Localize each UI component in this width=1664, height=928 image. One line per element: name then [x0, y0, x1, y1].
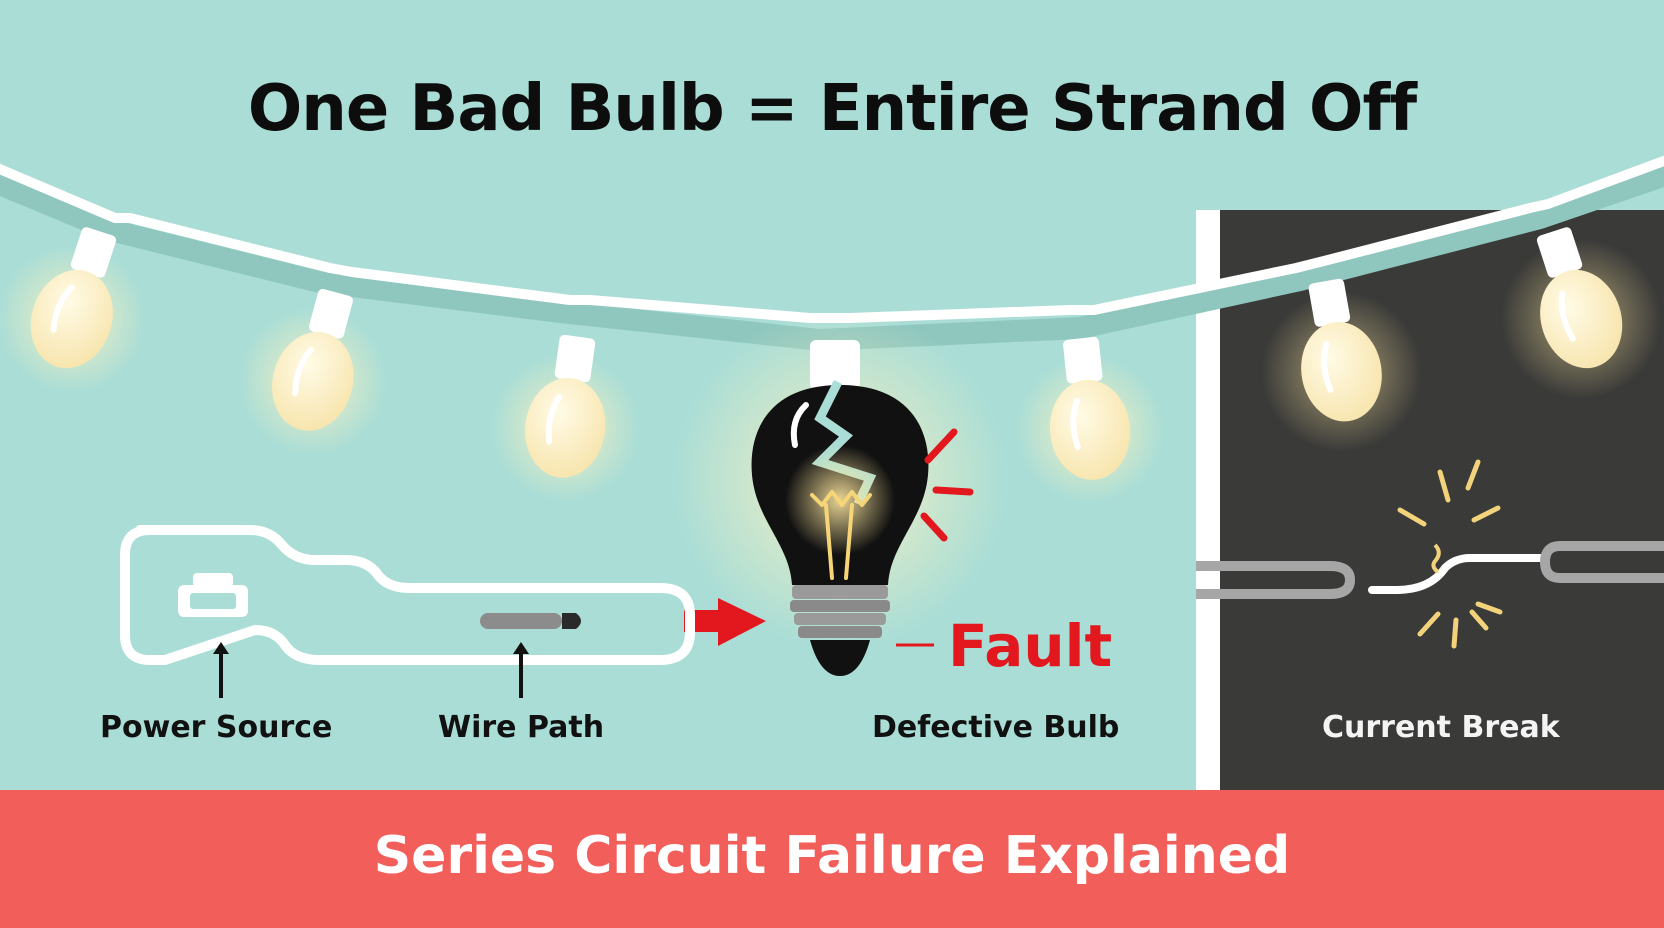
current-break-label: Current Break [1322, 710, 1560, 745]
bulb-6 [1261, 278, 1422, 452]
defective-bulb-label: Defective Bulb [872, 710, 1120, 745]
bulb-2 [237, 288, 388, 457]
circuit-loop [120, 525, 695, 665]
spark-icon [1397, 459, 1503, 649]
power-source-label: Power Source [100, 710, 333, 745]
page-title: One Bad Bulb = Entire Strand Off [247, 72, 1417, 146]
bottom-banner [0, 790, 1664, 928]
bulb-7 [1501, 227, 1662, 400]
wire-path-label: Wire Path [438, 710, 605, 745]
bulb-5 [1015, 337, 1166, 505]
bulb-1 [0, 227, 147, 395]
power-source-pointer [213, 642, 229, 698]
power-plug-icon [178, 573, 248, 617]
wire-path-pointer [513, 642, 529, 698]
wire-segment-icon [480, 613, 581, 629]
broken-wire [1196, 541, 1664, 599]
banner-title: Series Circuit Failure Explained [373, 826, 1291, 886]
bulb-3 [490, 334, 641, 503]
broken-bulb-icon [670, 310, 1010, 676]
fault-label: Fault [948, 612, 1113, 680]
